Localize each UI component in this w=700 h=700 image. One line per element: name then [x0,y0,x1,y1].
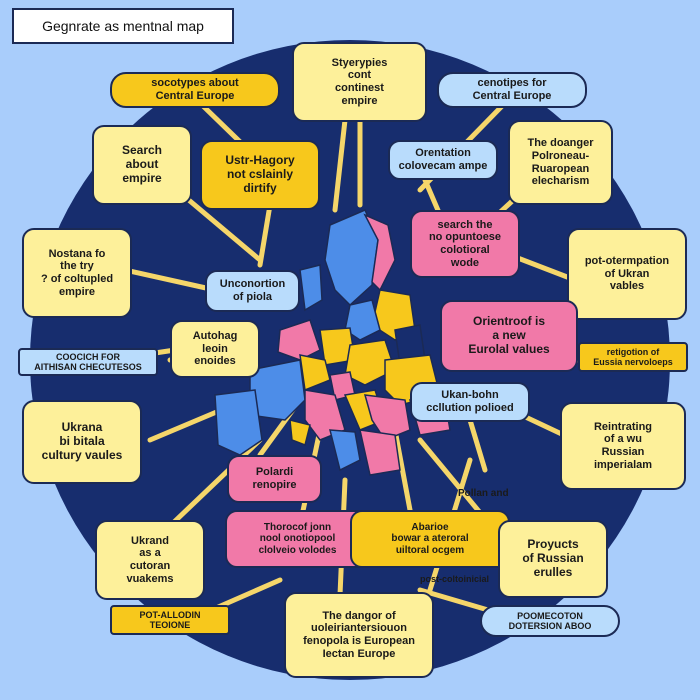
node-danger-top-right[interactable]: The doanger Polroneau- Ruaropean elechar… [508,120,613,205]
node-abarioe[interactable]: Abarioe bowar a ateroral uiltoral ocgem [350,510,510,568]
node-ukrand-as[interactable]: Ukrand as a cutoran vuakems [95,520,205,600]
node-ustr-hagory[interactable]: Ustr-Hagory not cslainly dirtify [200,140,320,210]
node-danger-bottom[interactable]: The dangor of uoleiriantersiouon fenopol… [284,592,434,678]
node-polardi[interactable]: Polardi renopire [227,455,322,503]
node-nostana[interactable]: Nostana fo the try ? of coltupled empire [22,228,132,318]
node-reintrating[interactable]: Reintrating of a wu Russian imperialam [560,402,686,490]
node-search-colotioral[interactable]: search the no opuntoese colotioral wode [410,210,520,278]
node-pot-allodin[interactable]: POT-ALLODIN TEOIONE [110,605,230,635]
label-polland: Pollan and [458,488,509,499]
node-post-ukrain[interactable]: pot-otermpation of Ukran vables [567,228,687,320]
node-orientroof[interactable]: Orientroof is a new Eurolal values [440,300,578,372]
page-title: Gegnrate as mentnal map [12,8,234,44]
node-poomecoton[interactable]: POOMECOTON DOTERSION ABOO [480,605,620,637]
node-unconortion[interactable]: Unconortion of piola [205,270,300,312]
node-orientation[interactable]: Orentation colovecam ampe [388,140,498,180]
node-stereotypes-central-europe[interactable]: socotypes about Central Europe [110,72,280,108]
node-autohag[interactable]: Autohag leoin enoides [170,320,260,378]
label-post-colonial: post-coltoinicial [420,574,490,584]
node-ukranian-alaue[interactable]: Ukan-bohn ccllution polioed [410,382,530,422]
node-cenotipes-central-europe[interactable]: cenotipes for Central Europe [437,72,587,108]
node-stereotypes-empire[interactable]: Styerypies cont continest empire [292,42,427,122]
node-search-empire[interactable]: Search about empire [92,125,192,205]
node-retigation-bar[interactable]: retigotion of Eussia nervoloeps [578,342,688,372]
node-ukrana-bi[interactable]: Ukrana bi bitala cultury vaules [22,400,142,484]
node-thorocof[interactable]: Thorocof jonn nool onotiopool clolveio v… [225,510,370,568]
node-products[interactable]: Proyucts of Russian erulles [498,520,608,598]
node-african-bar[interactable]: COOCICH FOR AITHISAN CHECUTESOS [18,348,158,376]
